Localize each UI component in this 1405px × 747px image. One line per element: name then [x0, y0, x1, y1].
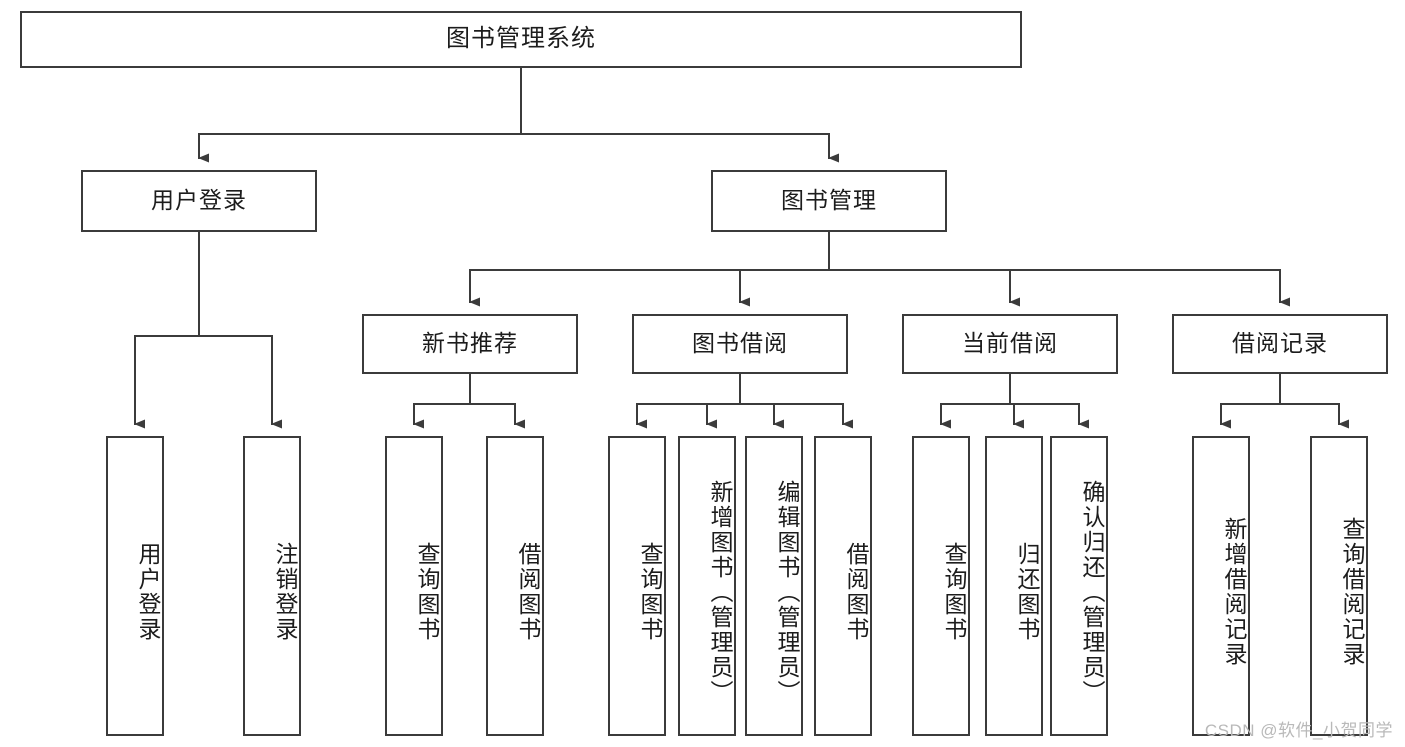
node-borrow-record-label: 借阅记录 — [1232, 330, 1328, 357]
node-current-borrow[interactable]: 当前借阅 — [902, 314, 1118, 374]
node-leaf-borrow-book-2[interactable]: 借阅图书 — [814, 436, 872, 736]
node-user-login-label: 用户登录 — [151, 187, 247, 214]
node-leaf-add-record[interactable]: 新增借阅记录 — [1192, 436, 1250, 736]
node-leaf-borrow-book-1[interactable]: 借阅图书 — [486, 436, 544, 736]
node-leaf-query-record-label: 查询借阅记录 — [1339, 517, 1365, 667]
node-leaf-edit-book-label: 编辑图书（管理员） — [774, 479, 800, 705]
node-leaf-borrow-book-2-label: 借阅图书 — [843, 542, 869, 642]
node-borrow-record[interactable]: 借阅记录 — [1172, 314, 1388, 374]
node-leaf-user-login[interactable]: 用户登录 — [106, 436, 164, 736]
node-leaf-add-book[interactable]: 新增图书（管理员） — [678, 436, 736, 736]
node-leaf-query-book-2[interactable]: 查询图书 — [608, 436, 666, 736]
node-root[interactable]: 图书管理系统 — [20, 11, 1022, 68]
node-book-manage-label: 图书管理 — [781, 187, 877, 214]
node-leaf-edit-book[interactable]: 编辑图书（管理员） — [745, 436, 803, 736]
node-book-manage[interactable]: 图书管理 — [711, 170, 947, 232]
node-leaf-return-book[interactable]: 归还图书 — [985, 436, 1043, 736]
node-new-book-rec-label: 新书推荐 — [422, 330, 518, 357]
node-new-book-rec[interactable]: 新书推荐 — [362, 314, 578, 374]
node-leaf-query-book-1[interactable]: 查询图书 — [385, 436, 443, 736]
csdn-watermark: CSDN @软件_小贺同学 — [1204, 721, 1393, 740]
node-leaf-add-book-label: 新增图书（管理员） — [707, 479, 733, 705]
node-leaf-user-login-label: 用户登录 — [135, 542, 161, 642]
node-leaf-confirm-return-label: 确认归还（管理员） — [1079, 479, 1105, 705]
node-leaf-return-book-label: 归还图书 — [1014, 542, 1040, 642]
node-leaf-logout[interactable]: 注销登录 — [243, 436, 301, 736]
node-leaf-borrow-book-1-label: 借阅图书 — [515, 542, 541, 642]
node-leaf-query-book-3-label: 查询图书 — [941, 542, 967, 642]
node-current-borrow-label: 当前借阅 — [962, 330, 1058, 357]
node-root-label: 图书管理系统 — [446, 25, 596, 53]
node-user-login[interactable]: 用户登录 — [81, 170, 317, 232]
node-book-borrow-label: 图书借阅 — [692, 330, 788, 357]
node-leaf-query-book-2-label: 查询图书 — [637, 542, 663, 642]
node-leaf-query-book-1-label: 查询图书 — [414, 542, 440, 642]
node-leaf-query-record[interactable]: 查询借阅记录 — [1310, 436, 1368, 736]
node-leaf-add-record-label: 新增借阅记录 — [1221, 517, 1247, 667]
node-book-borrow[interactable]: 图书借阅 — [632, 314, 848, 374]
node-leaf-query-book-3[interactable]: 查询图书 — [912, 436, 970, 736]
node-leaf-confirm-return[interactable]: 确认归还（管理员） — [1050, 436, 1108, 736]
node-leaf-logout-label: 注销登录 — [272, 542, 298, 642]
